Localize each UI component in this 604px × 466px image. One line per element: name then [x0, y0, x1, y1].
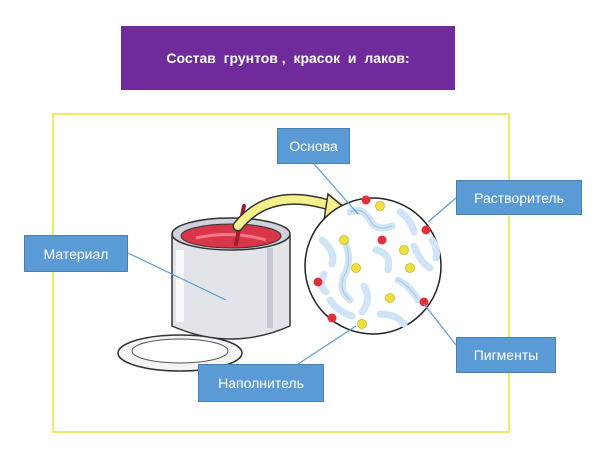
paint-can	[171, 204, 291, 340]
pigment-particles	[313, 195, 431, 323]
label-material: Материал	[24, 235, 128, 272]
filler-particles	[339, 201, 415, 329]
label-rastvoritel: Растворитель	[456, 180, 582, 215]
magnified-composition	[304, 195, 442, 335]
title-banner: Состав грунтов , красок и лаков:	[121, 26, 455, 90]
label-pigmenty: Пигменты	[456, 337, 556, 373]
label-napolnitel: Наполнитель	[198, 364, 324, 402]
can-lid	[117, 334, 243, 372]
diagram-frame	[52, 113, 510, 433]
label-osnova: Основа	[277, 128, 350, 164]
pointer-lines	[127, 163, 457, 365]
